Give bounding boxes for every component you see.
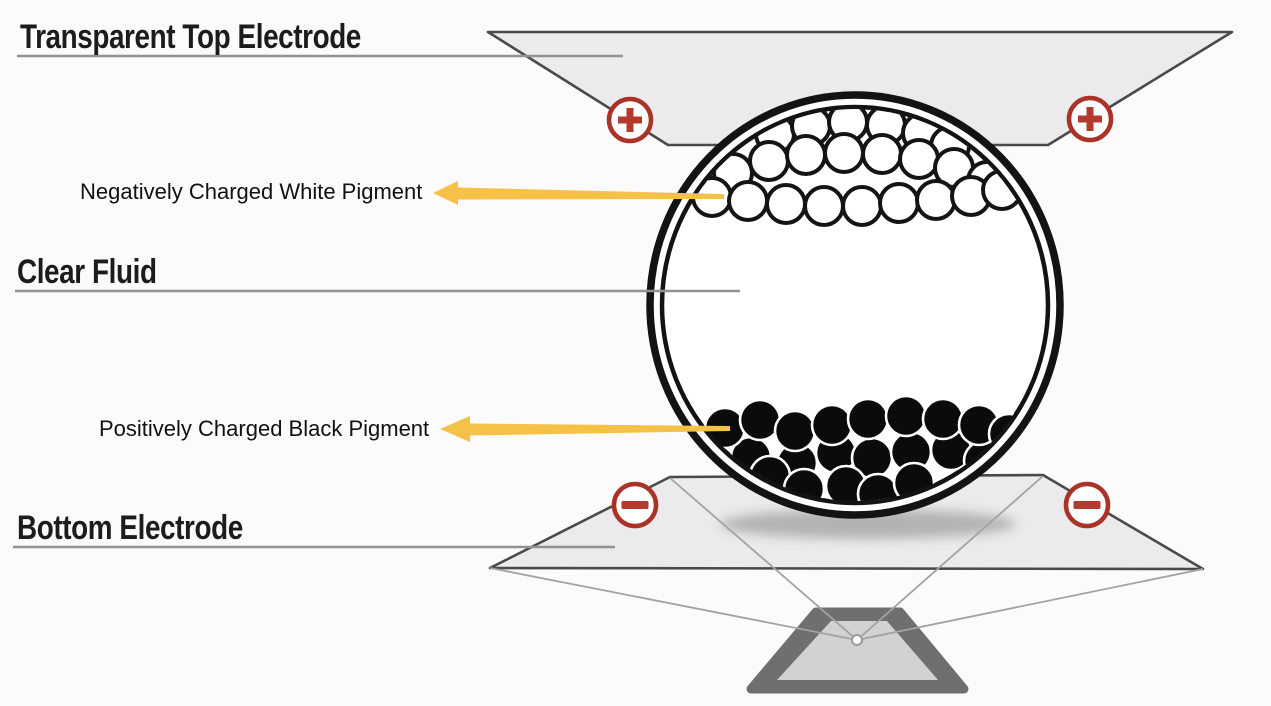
minus-icon xyxy=(611,481,659,529)
white-pigment-particle xyxy=(803,185,845,227)
pixel-dot xyxy=(851,634,863,646)
black-pigment-particle xyxy=(884,394,928,438)
top-electrode-label: Transparent Top Electrode xyxy=(20,18,361,56)
black-pigment-particle xyxy=(810,403,854,447)
white-pigment-label: Negatively Charged White Pigment xyxy=(80,179,423,204)
top-electrode-shape xyxy=(486,30,1234,147)
black-pigment-particle xyxy=(773,409,817,453)
black-pigment-particle xyxy=(921,397,965,441)
black-pigment-particle xyxy=(846,397,890,441)
black-pigment-arrow-icon xyxy=(440,416,730,442)
clear-fluid-label: Clear Fluid xyxy=(17,253,157,291)
bottom-electrode-label: Bottom Electrode xyxy=(17,509,243,547)
capsule-shadow xyxy=(720,509,1016,539)
capsule-inner-ring xyxy=(659,104,1051,506)
plus-icon xyxy=(606,96,654,144)
charge-icons xyxy=(606,95,1114,529)
white-pigment-particle xyxy=(841,185,883,227)
tablet-screen xyxy=(777,621,938,680)
white-pigment-particle xyxy=(898,138,940,180)
white-pigment-particle xyxy=(915,179,957,221)
white-pigment-arrow-icon xyxy=(433,181,724,205)
plus-icon xyxy=(1066,95,1114,143)
white-pigment-particle xyxy=(878,182,920,224)
black-pigment-cluster xyxy=(703,394,1031,501)
white-pigment-particle xyxy=(748,140,790,182)
tablet-device xyxy=(746,607,969,694)
label-underlines xyxy=(13,54,740,549)
white-pigment-cluster xyxy=(691,109,1023,227)
white-pigment-particle xyxy=(765,183,807,225)
white-pigment-particle xyxy=(785,134,827,176)
white-pigment-particle xyxy=(861,133,903,175)
white-pigment-particle xyxy=(727,180,769,222)
black-pigment-label: Positively Charged Black Pigment xyxy=(99,416,430,441)
annotation-arrows xyxy=(433,181,730,442)
white-pigment-particle xyxy=(823,132,865,174)
minus-icon xyxy=(1063,481,1111,529)
projection-lines xyxy=(489,475,1204,646)
